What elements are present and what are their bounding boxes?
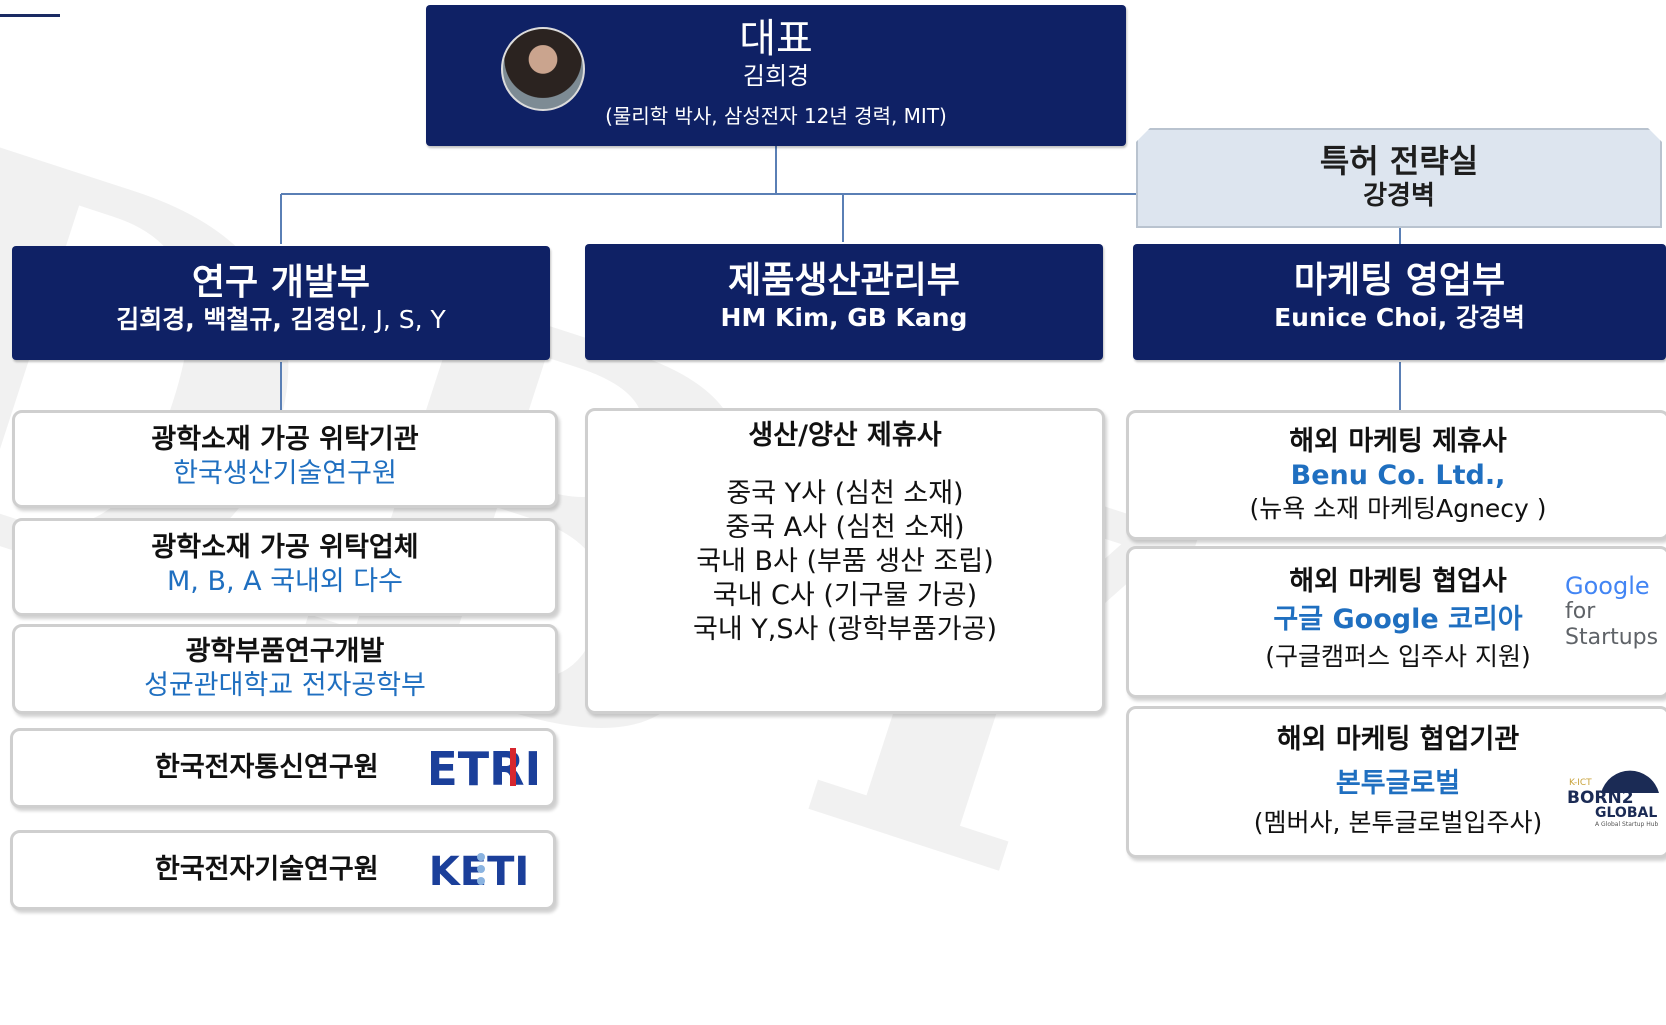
partner-title: 해외 마케팅 협업기관 [1276,724,1520,755]
born2global-logo-top: K-ICT [1569,778,1592,788]
partner-title: 해외 마케팅 협업사 [1289,566,1507,597]
dept-title: 마케팅 영업부 [1293,260,1506,301]
partner-title: 광학부품연구개발 [185,636,385,667]
production-item: 국내 B사 (부품 생산 조립) [696,546,994,577]
patent-name: 강경벽 [1363,181,1435,211]
rd-partner-box: 광학소재 가공 위탁기관 한국생산기술연구원 [12,410,558,508]
dept-title: 연구 개발부 [191,262,371,303]
partner-title: 한국전자통신연구원 [155,752,379,783]
production-item: 중국 A사 (심천 소재) [725,512,965,543]
corner-mark [0,0,60,17]
google-logo-text: Google [1565,572,1650,600]
google-logo-startups: Startups [1565,625,1659,650]
etri-logo-text: ETRI [431,742,537,795]
keti-logo: KETI [423,841,535,901]
born2global-logo: K-ICT BORN2 GLOBAL A Global Startup Hub [1561,759,1665,829]
partner-note: (멤버사, 본투글로벌입주사) [1253,808,1543,837]
rd-partner-box: 한국전자통신연구원 ETRI [10,728,556,808]
partner-title: 한국전자기술연구원 [155,854,379,885]
production-item: 중국 Y사 (심천 소재) [726,478,964,509]
marketing-partner-box: 해외 마케팅 제휴사 Benu Co. Ltd., (뉴욕 소재 마케팅Agne… [1126,410,1666,540]
etri-logo: ETRI [426,739,542,796]
ceo-description: (물리학 박사, 삼성전자 12년 경력, MIT) [605,104,947,128]
born2global-logo-line1: BORN2 [1567,788,1634,808]
google-logo-for: for [1565,599,1596,624]
partner-title: 해외 마케팅 제휴사 [1289,426,1507,457]
production-item: 국내 Y,S사 (광학부품가공) [692,614,997,645]
production-partners-box: 생산/양산 제휴사 중국 Y사 (심천 소재) 중국 A사 (심천 소재) 국내… [585,408,1105,714]
dept-members: Eunice Choi, 강경벽 [1274,303,1525,332]
marketing-partner-box: 해외 마케팅 협업사 구글 Google 코리아 (구글캠퍼스 입주사 지원) … [1126,546,1666,698]
partner-name: 한국생산기술연구원 [173,458,397,489]
marketing-partner-box: 해외 마케팅 협업기관 본투글로벌 (멤버사, 본투글로벌입주사) K-ICT … [1126,706,1666,858]
ceo-photo [501,27,585,111]
partner-name: M, B, A 국내외 다수 [167,566,403,597]
partner-title: 광학소재 가공 위탁기관 [151,424,419,455]
partner-name: 본투글로벌 [1335,768,1461,799]
partner-name: Benu Co. Ltd., [1290,460,1506,491]
rd-partner-box: 광학부품연구개발 성균관대학교 전자공학부 [12,624,558,714]
born2global-logo-line2: GLOBAL [1595,805,1657,821]
rd-partner-box: 한국전자기술연구원 KETI [10,830,556,910]
dept-rd: 연구 개발부 김희경, 백철규, 김경인, J, S, Y [12,246,550,360]
google-for-startups-logo: Google for Startups [1565,573,1665,651]
production-title: 생산/양산 제휴사 [748,420,942,451]
partner-note: (뉴욕 소재 마케팅Agnecy ) [1249,494,1547,523]
patent-title: 특허 전략실 [1319,142,1479,180]
rd-partner-box: 광학소재 가공 위탁업체 M, B, A 국내외 다수 [12,518,558,616]
dept-production: 제품생산관리부 HM Kim, GB Kang [585,244,1103,360]
org-connectors [280,146,1401,410]
partner-name: 성균관대학교 전자공학부 [144,670,426,701]
dept-members: HM Kim, GB Kang [720,303,968,332]
dept-members-plain: , J, S, Y [359,305,446,334]
dept-marketing: 마케팅 영업부 Eunice Choi, 강경벽 [1133,244,1666,360]
dept-title: 제품생산관리부 [728,260,960,301]
dept-members-bold: 김희경, 백철규, 김경인 [116,305,360,334]
partner-note: (구글캠퍼스 입주사 지원) [1265,642,1531,671]
partner-name: 구글 Google 코리아 [1273,604,1523,635]
production-item: 국내 C사 (기구물 가공) [712,580,978,611]
born2global-logo-tag: A Global Startup Hub [1595,821,1659,828]
ceo-title: 대표 [739,16,813,62]
partner-title: 광학소재 가공 위탁업체 [151,532,419,563]
dept-members: 김희경, 백철규, 김경인, J, S, Y [12,304,550,336]
patent-strategy-box: 특허 전략실 강경벽 [1136,128,1662,228]
ceo-box: 대표 김희경 (물리학 박사, 삼성전자 12년 경력, MIT) [426,5,1126,146]
ceo-name: 김희경 [742,62,810,90]
